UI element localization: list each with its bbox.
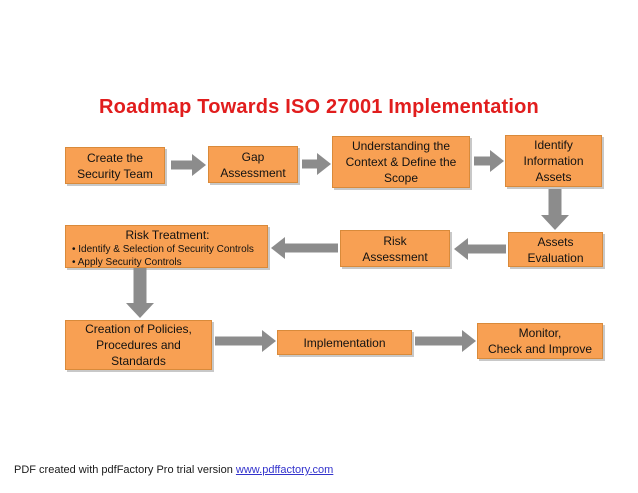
risk-treatment-bullet: • Identify & Selection of Security Contr… bbox=[72, 244, 254, 255]
arrow-creation-to-implementation-icon bbox=[215, 330, 276, 352]
risk-treatment-heading: Risk Treatment: bbox=[125, 228, 210, 242]
arrow-shaft bbox=[548, 189, 562, 215]
arrow-create-to-gap-icon bbox=[171, 154, 206, 176]
flow-box-context-scope: Understanding the Context & Define the S… bbox=[332, 136, 470, 188]
arrow-context-to-identify-icon bbox=[474, 150, 504, 172]
pdf-watermark-text: PDF created with pdfFactory Pro trial ve… bbox=[14, 464, 236, 476]
arrow-head bbox=[126, 303, 154, 318]
arrow-shaft bbox=[415, 336, 462, 346]
arrow-head bbox=[462, 330, 476, 352]
arrow-head bbox=[192, 154, 206, 176]
arrow-shaft bbox=[468, 244, 506, 254]
box-label: Create the Security Team bbox=[77, 150, 153, 181]
arrow-head bbox=[317, 153, 331, 175]
arrow-assets-to-risk-icon bbox=[454, 238, 506, 260]
flow-box-creation-policies: Creation of Policies, Procedures and Sta… bbox=[65, 320, 212, 370]
flow-box-monitor-check-improve: Monitor, Check and Improve bbox=[477, 323, 603, 359]
flow-box-assets-evaluation: Assets Evaluation bbox=[508, 232, 603, 267]
flow-box-gap-assessment: Gap Assessment bbox=[208, 146, 298, 183]
arrow-shaft bbox=[133, 268, 147, 303]
flow-box-risk-assessment: Risk Assessment bbox=[340, 230, 450, 267]
arrow-shaft bbox=[215, 336, 262, 346]
flow-box-create-security-team: Create the Security Team bbox=[65, 147, 165, 184]
pdf-watermark: PDF created with pdfFactory Pro trial ve… bbox=[14, 464, 333, 476]
flow-box-identify-information-assets: Identify Information Assets bbox=[505, 135, 602, 187]
arrow-head bbox=[271, 237, 285, 259]
box-label: Gap Assessment bbox=[220, 149, 286, 180]
risk-treatment-bullet: • Apply Security Controls bbox=[72, 257, 182, 268]
arrow-shaft bbox=[171, 160, 192, 170]
box-label: Assets Evaluation bbox=[527, 234, 584, 265]
arrow-treatment-to-creation-icon bbox=[126, 268, 154, 318]
arrow-shaft bbox=[285, 243, 338, 253]
flow-box-implementation: Implementation bbox=[277, 330, 412, 355]
arrow-shaft bbox=[302, 159, 317, 169]
box-label: Identify Information Assets bbox=[523, 138, 584, 184]
box-label: Implementation bbox=[303, 335, 386, 350]
arrow-head bbox=[454, 238, 468, 260]
box-label: Risk Assessment bbox=[362, 233, 428, 264]
arrow-identify-to-assets-icon bbox=[541, 189, 569, 230]
flow-box-risk-treatment: Risk Treatment: • Identify & Selection o… bbox=[65, 225, 268, 268]
box-label: Creation of Policies, Procedures and Sta… bbox=[85, 322, 192, 368]
arrow-implementation-to-monitor-icon bbox=[415, 330, 476, 352]
arrow-head bbox=[541, 215, 569, 230]
arrow-head bbox=[262, 330, 276, 352]
box-label: Understanding the Context & Define the S… bbox=[345, 139, 457, 185]
box-label: Monitor, Check and Improve bbox=[487, 326, 593, 356]
arrow-shaft bbox=[474, 156, 490, 166]
pdffactory-link[interactable]: www.pdffactory.com bbox=[235, 464, 334, 476]
arrow-risk-to-treatment-icon bbox=[271, 237, 338, 259]
arrow-gap-to-context-icon bbox=[302, 153, 331, 175]
arrow-head bbox=[490, 150, 504, 172]
page-title: Roadmap Towards ISO 27001 Implementation bbox=[99, 96, 539, 118]
